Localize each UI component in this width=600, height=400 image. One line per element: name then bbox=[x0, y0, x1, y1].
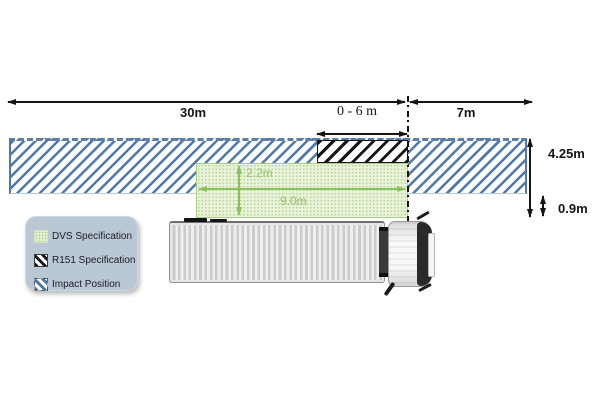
dimension-label-9-0m: 9.0m bbox=[280, 194, 307, 208]
legend-label-impact: Impact Position bbox=[52, 278, 121, 290]
dimension-label-2-2m: 2.2m bbox=[246, 166, 273, 180]
legend-item-impact: Impact Position bbox=[34, 272, 137, 296]
trailer-roof-detail bbox=[184, 218, 207, 222]
impact-swatch-icon bbox=[34, 277, 48, 291]
truck-mirror-top bbox=[416, 210, 430, 221]
r151-swatch-icon bbox=[34, 253, 48, 267]
dimension-arrow-9-0m bbox=[199, 188, 405, 190]
dimension-label-4-25m: 4.25m bbox=[548, 146, 585, 161]
legend-item-dvs: DVS Specification bbox=[34, 224, 137, 248]
cab-front-reference-line bbox=[407, 96, 409, 223]
legend: DVS Specification R151 Specification Imp… bbox=[25, 216, 138, 291]
dimension-label-7m: 7m bbox=[456, 105, 476, 120]
dimension-arrow-7m bbox=[410, 101, 532, 103]
dimension-label-0-6m: 0 - 6 m bbox=[336, 104, 378, 119]
truck-front-bumper bbox=[428, 233, 435, 277]
truck-coupling-gap bbox=[379, 227, 389, 277]
dimension-arrow-0-6m bbox=[317, 133, 407, 135]
legend-label-dvs: DVS Specification bbox=[52, 230, 133, 242]
truck-mirror-bottom-left bbox=[383, 281, 396, 297]
legend-item-r151: R151 Specification bbox=[34, 248, 137, 272]
dimension-arrow-30m bbox=[8, 101, 405, 103]
dimension-label-0-9m: 0.9m bbox=[558, 201, 588, 216]
dvs-swatch-icon bbox=[34, 229, 48, 243]
dimension-arrow-4-25m bbox=[529, 139, 531, 217]
legend-label-r151: R151 Specification bbox=[52, 254, 136, 266]
r151-specification-zone bbox=[317, 140, 408, 163]
trailer-roof-detail bbox=[210, 219, 227, 222]
dimension-arrow-2-2m bbox=[238, 166, 240, 215]
dimension-arrow-0-9m bbox=[542, 196, 544, 216]
truck-trailer bbox=[169, 221, 385, 283]
dimension-label-30m: 30m bbox=[179, 105, 207, 120]
dvs-specification-zone bbox=[196, 163, 408, 218]
